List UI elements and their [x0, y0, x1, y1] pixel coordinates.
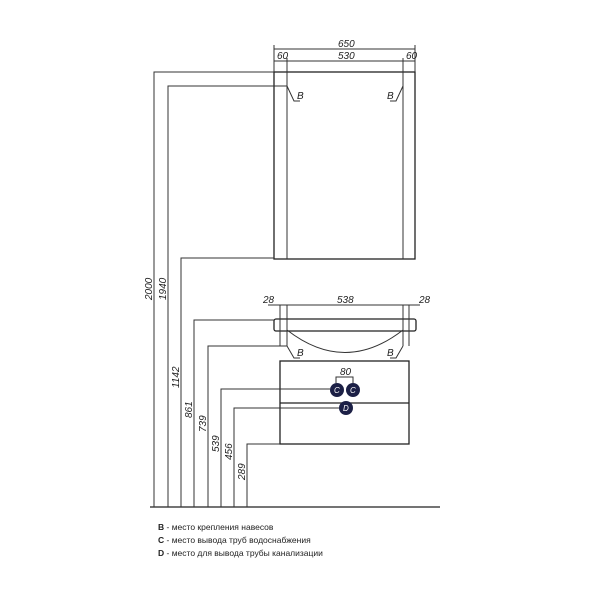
legend-item-d: D - место для вывода трубы канализации [158, 547, 323, 560]
basin-curve [286, 329, 404, 353]
mount-b-mirror-left: B [297, 91, 304, 102]
dim-60-right: 60 [406, 51, 418, 62]
height-861: 861 [184, 401, 195, 418]
legend-text: - место для вывода трубы канализации [164, 548, 323, 558]
mount-leader [286, 85, 300, 102]
height-739: 739 [198, 415, 209, 432]
dim-60-left: 60 [277, 51, 289, 62]
countertop [273, 318, 417, 332]
mount-b-cabinet-left: B [297, 348, 304, 359]
pipe-c-left [330, 383, 344, 397]
pipe-c-right [346, 383, 360, 397]
legend-key: C [158, 535, 165, 545]
height-456: 456 [224, 443, 235, 460]
legend-item-c: C - место вывода труб водоснабжения [158, 534, 323, 547]
dim-28-right: 28 [418, 295, 431, 306]
height-539: 539 [211, 435, 222, 452]
height-289: 289 [237, 463, 248, 481]
drain-d [339, 401, 353, 415]
height-line-861 [193, 319, 274, 507]
height-2000: 2000 [144, 277, 155, 301]
height-line-289 [246, 443, 280, 507]
dim-538: 538 [337, 295, 354, 306]
legend-text: - место крепления навесов [164, 522, 274, 532]
dim-530: 530 [338, 51, 355, 62]
pipe-c-left-label: C [334, 386, 340, 395]
height-line-456 [233, 407, 339, 507]
dim-80-line [335, 376, 354, 383]
height-1940: 1940 [158, 277, 169, 300]
dim-80: 80 [340, 367, 352, 378]
mount-leader [390, 345, 404, 359]
pipe-c-right-label: C [350, 386, 356, 395]
height-1142: 1142 [171, 366, 182, 388]
mount-leader [390, 85, 404, 102]
mirror-frame [273, 71, 416, 260]
height-line-1142 [180, 257, 274, 507]
height-line-1940 [167, 85, 287, 507]
legend-key: B [158, 522, 165, 532]
legend-key: D [158, 548, 165, 558]
dim-28-left: 28 [262, 295, 275, 306]
mount-leader [286, 345, 300, 359]
dim-650: 650 [338, 39, 355, 50]
height-line-2000 [153, 71, 274, 507]
mount-b-mirror-right: B [387, 91, 394, 102]
legend-item-b: B - место крепления навесов [158, 521, 323, 534]
mount-b-cabinet-right: B [387, 348, 394, 359]
height-line-539 [220, 388, 330, 507]
height-line-739 [207, 345, 287, 507]
legend-text: - место вывода труб водоснабжения [164, 535, 311, 545]
drain-d-label: D [343, 404, 349, 413]
legend: B - место крепления навесов C - место вы… [158, 521, 323, 560]
